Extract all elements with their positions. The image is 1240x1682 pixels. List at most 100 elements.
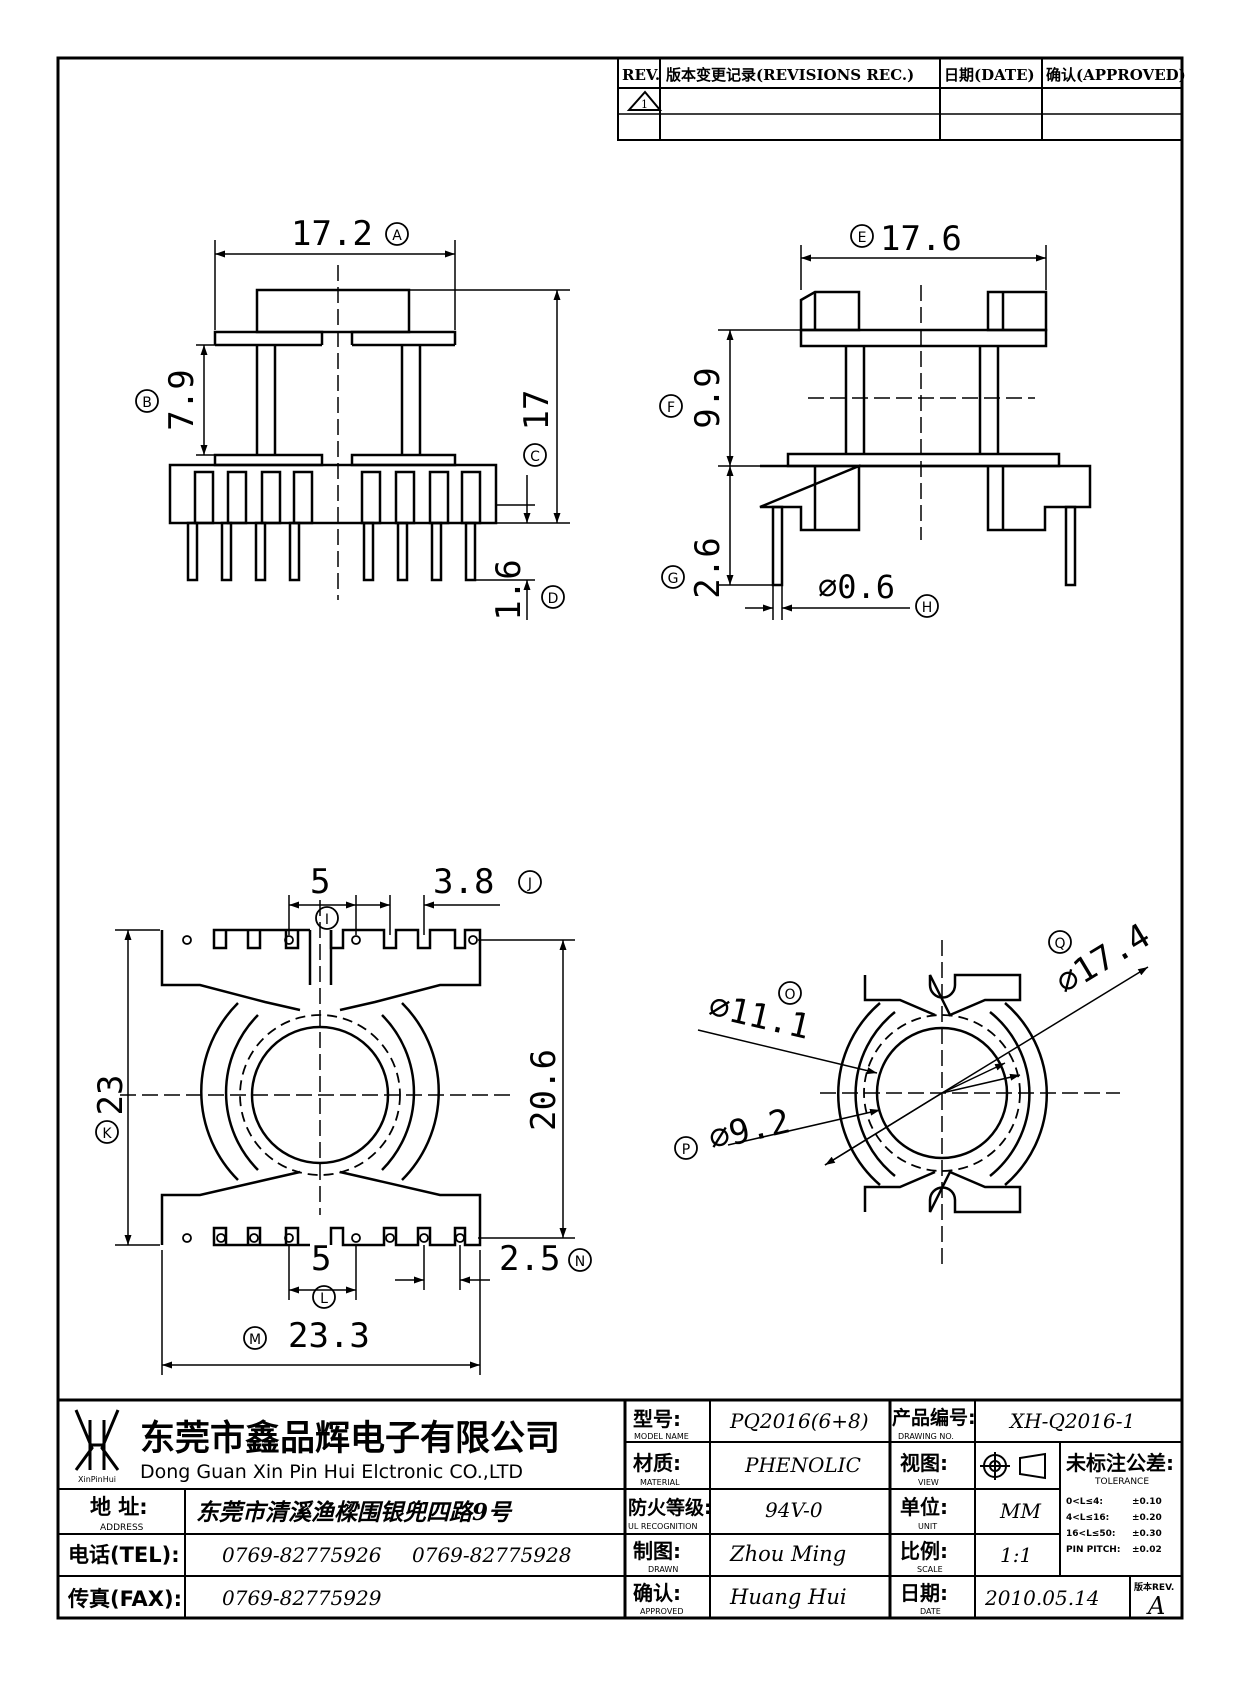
tel-1: 0769-82775926 xyxy=(222,1543,382,1567)
svg-text:K: K xyxy=(102,1126,112,1142)
label-l-icon: L xyxy=(312,1285,336,1309)
fire-rating-sub-label: UL RECOGNITION xyxy=(628,1522,697,1531)
label-p-icon: P xyxy=(674,1136,698,1160)
dim-p-value: ⌀9.2 xyxy=(705,1101,794,1158)
address-sub-label: ADDRESS xyxy=(100,1523,144,1533)
label-f-icon: F xyxy=(659,394,683,418)
material-label: 材质: xyxy=(633,1451,681,1475)
drawn-sub-label: DRAWN xyxy=(648,1565,678,1574)
label-c-icon: C xyxy=(523,443,547,467)
model-label: 型号: xyxy=(633,1407,681,1431)
date-label: 日期: xyxy=(900,1581,948,1605)
company-name-cn: 东莞市鑫品辉电子有限公司 xyxy=(140,1418,560,1459)
fax-label: 传真(FAX): xyxy=(67,1587,182,1611)
label-m-icon: M xyxy=(243,1326,267,1350)
logo-text: XinPinHui xyxy=(78,1475,116,1484)
fire-rating-label: 防火等级: xyxy=(628,1496,712,1519)
svg-text:I: I xyxy=(325,912,329,928)
label-q-icon: Q xyxy=(1048,930,1072,954)
svg-text:J: J xyxy=(527,876,532,892)
fax-value: 0769-82775929 xyxy=(222,1586,382,1610)
drawing-no-value: XH-Q2016-1 xyxy=(1008,1409,1135,1433)
dim-k-value: 23 xyxy=(91,1075,131,1116)
dim-j-value: 3.8 xyxy=(433,862,494,902)
label-e-icon: E xyxy=(850,224,874,248)
label-n-icon: N xyxy=(568,1248,592,1272)
label-i-icon: I xyxy=(315,906,339,930)
dim-c-value: 17 xyxy=(517,390,557,431)
dim-b-value: 7.9 xyxy=(162,369,202,430)
revision-triangle-icon: 1 xyxy=(626,90,663,111)
approved-sub-label: APPROVED xyxy=(640,1607,684,1616)
svg-text:B: B xyxy=(142,395,152,411)
tolerance-range-3: PIN PITCH: xyxy=(1066,1545,1120,1555)
side-view xyxy=(759,285,1092,587)
company-logo-icon xyxy=(74,1409,120,1471)
dim-e-value: 17.6 xyxy=(880,219,962,259)
dim-m-value: 23.3 xyxy=(288,1316,370,1356)
side-view-dimensions xyxy=(718,245,1047,620)
plan-view-dimensions xyxy=(115,895,575,1375)
svg-text:L: L xyxy=(320,1291,328,1307)
projection-symbol-icon xyxy=(980,1452,1046,1480)
tolerance-value-1: ±0.20 xyxy=(1132,1513,1162,1523)
dim-20-6-value: 20.6 xyxy=(524,1049,564,1131)
scale-sub-label: SCALE xyxy=(917,1565,943,1574)
svg-text:F: F xyxy=(667,400,675,416)
scale-label: 比例: xyxy=(900,1539,948,1563)
svg-text:O: O xyxy=(784,987,795,1003)
label-j-icon: J xyxy=(518,870,542,894)
date-value: 2010.05.14 xyxy=(984,1586,1100,1610)
svg-text:M: M xyxy=(249,1332,261,1348)
dim-f-value: 9.9 xyxy=(688,367,728,428)
tel-2: 0769-82775928 xyxy=(412,1543,571,1567)
tolerance-value-0: ±0.10 xyxy=(1132,1497,1162,1507)
svg-text:D: D xyxy=(548,591,559,607)
svg-text:H: H xyxy=(922,600,933,616)
svg-text:P: P xyxy=(682,1142,690,1158)
dim-g-value: 2.6 xyxy=(688,537,728,598)
dim-d-value: 1.6 xyxy=(489,559,529,620)
svg-text:E: E xyxy=(858,230,867,246)
title-block xyxy=(58,1398,1182,1618)
svg-text:Q: Q xyxy=(1054,936,1065,952)
label-b-icon: B xyxy=(135,389,159,413)
dim-q-value: ⌀17.4 xyxy=(1049,916,1157,1003)
address-value: 东莞市清溪渔樑围银兜四路9号 xyxy=(196,1499,513,1526)
dim-i-value: 5 xyxy=(310,862,330,902)
tolerance-range-1: 4<L≤16: xyxy=(1066,1513,1109,1523)
approved-value: Huang Hui xyxy=(729,1585,847,1609)
unit-value: MM xyxy=(999,1499,1041,1523)
material-sub-label: MATERIAL xyxy=(640,1478,680,1487)
view-label: 视图: xyxy=(900,1451,948,1475)
model-value: PQ2016(6+8) xyxy=(729,1409,869,1433)
tolerance-sub-label: TOLERANCE xyxy=(1094,1477,1149,1487)
scale-value: 1:1 xyxy=(1000,1543,1032,1567)
front-view-dimensions xyxy=(196,240,570,620)
date-sub-label: DATE xyxy=(920,1607,941,1616)
drawn-label: 制图: xyxy=(633,1539,681,1563)
svg-text:1: 1 xyxy=(641,98,648,111)
unit-sub-label: UNIT xyxy=(918,1522,937,1531)
dim-o-value: ⌀11.1 xyxy=(705,986,814,1048)
label-d-icon: D xyxy=(541,585,565,609)
drawing-no-sub-label: DRAWING NO. xyxy=(898,1432,954,1441)
rev-label: 版本REV. xyxy=(1133,1581,1174,1593)
tolerance-value-3: ±0.02 xyxy=(1132,1545,1162,1555)
rev-header: REV. xyxy=(622,66,660,84)
tolerance-range-0: 0<L≤4: xyxy=(1066,1497,1103,1507)
approved-label: 确认: xyxy=(633,1581,681,1605)
dim-h-value: ⌀0.6 xyxy=(818,568,895,606)
tel-label: 电话(TEL): xyxy=(68,1543,180,1567)
dim-l-value: 5 xyxy=(311,1239,331,1279)
unit-label: 单位: xyxy=(900,1495,948,1519)
rev-value: A xyxy=(1146,1592,1165,1620)
date-header: 日期(DATE) xyxy=(944,66,1035,84)
tolerance-label: 未标注公差: xyxy=(1066,1451,1174,1475)
dim-a-value: 17.2 xyxy=(291,214,373,254)
drawing-no-label: 产品编号: xyxy=(892,1406,976,1429)
model-sub-label: MODEL NAME xyxy=(634,1432,689,1441)
label-g-icon: G xyxy=(661,565,685,589)
material-value: PHENOLIC xyxy=(744,1453,861,1477)
